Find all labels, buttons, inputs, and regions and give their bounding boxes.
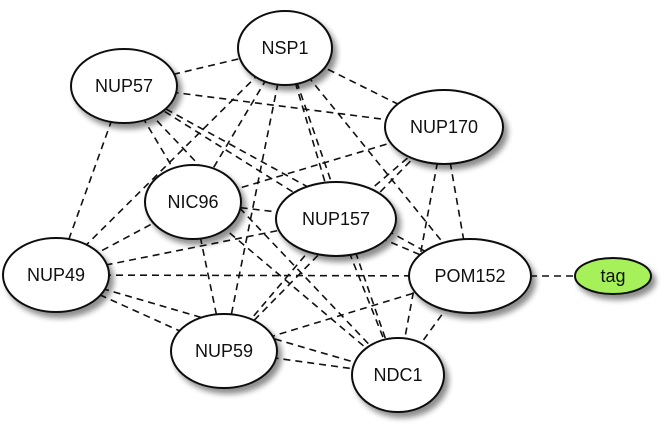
node-tag[interactable]: tag <box>574 257 652 295</box>
node-ellipse[interactable] <box>70 48 178 124</box>
node-label: NUP49 <box>27 265 85 285</box>
edge-nsp1-nup59 <box>223 47 286 352</box>
edge-nsp1-pom152 <box>284 47 471 277</box>
node-nic96[interactable]: NIC96 <box>144 164 242 240</box>
node-nup157[interactable]: NUP157 <box>275 181 397 257</box>
node-nup170[interactable]: NUP170 <box>384 89 504 165</box>
node-ellipse[interactable] <box>170 313 278 389</box>
edge-nsp1-nup49 <box>55 47 286 276</box>
node-ndc1[interactable]: NDC1 <box>351 337 445 413</box>
node-label: NUP170 <box>410 117 478 137</box>
edge-nup170-ndc1 <box>397 126 445 376</box>
node-nsp1[interactable]: NSP1 <box>237 10 333 86</box>
node-label: NIC96 <box>167 192 218 212</box>
edge-nup49-pom152 <box>55 274 471 277</box>
node-label: tag <box>600 266 625 286</box>
node-ellipse[interactable] <box>275 181 397 257</box>
node-ellipse[interactable] <box>408 238 532 314</box>
node-ellipse[interactable] <box>2 237 110 313</box>
edge-nic96-ndc1 <box>192 201 399 376</box>
node-pom152[interactable]: POM152 <box>408 238 532 314</box>
edge-nup57-nup49 <box>55 85 125 276</box>
node-label: NUP59 <box>195 341 253 361</box>
node-ellipse[interactable] <box>351 337 445 413</box>
node-nup49[interactable]: NUP49 <box>2 237 110 313</box>
node-label: NDC1 <box>373 365 422 385</box>
node-ellipse[interactable] <box>574 257 652 295</box>
node-ellipse[interactable] <box>237 10 333 86</box>
node-ellipse[interactable] <box>384 89 504 165</box>
node-nup59[interactable]: NUP59 <box>170 313 278 389</box>
node-label: NSP1 <box>261 38 308 58</box>
node-label: NUP57 <box>95 76 153 96</box>
node-nup57[interactable]: NUP57 <box>70 48 178 124</box>
node-label: POM152 <box>434 266 505 286</box>
node-label: NUP157 <box>302 209 370 229</box>
edge-nup57-ndc1 <box>123 85 399 376</box>
edge-nup57-pom152 <box>123 85 471 277</box>
node-ellipse[interactable] <box>144 164 242 240</box>
